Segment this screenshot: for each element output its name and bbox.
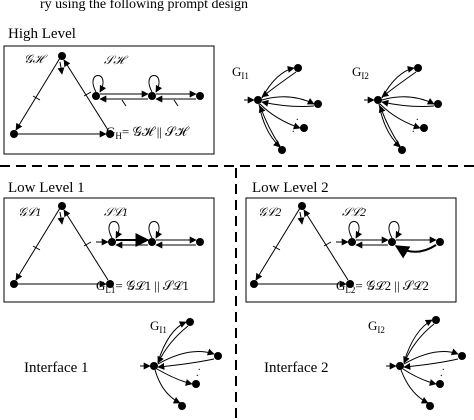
interface-2-title: Interface 2	[264, 360, 329, 376]
low1-plant-graph	[10, 202, 114, 288]
high-interface-graph-2: . . .	[364, 64, 442, 154]
svg-text:.: .	[416, 112, 419, 123]
low2-g-symbol: 𝒢ℒ2	[258, 205, 281, 219]
low2-s-symbol: 𝒮ℒ2	[342, 205, 366, 219]
high-supervisor-graph	[92, 75, 204, 107]
low2-supervisor-graph	[336, 221, 444, 259]
svg-text:.: .	[296, 112, 299, 123]
svg-text:.: .	[414, 118, 417, 129]
svg-text:.: .	[440, 368, 443, 379]
svg-text:.: .	[292, 124, 295, 135]
low-level-1-box	[3, 197, 215, 303]
high-gi1-label: GI1	[232, 64, 249, 81]
high-equation: GH= 𝒢ℋ || 𝒮ℋ	[106, 124, 190, 141]
high-s-symbol: 𝒮ℋ	[104, 53, 129, 67]
high-level-title: High Level	[8, 26, 76, 42]
low-level-1-title: Low Level 1	[8, 180, 85, 196]
iface2-g-label: GI2	[368, 318, 385, 335]
high-plant-graph	[10, 52, 114, 138]
low2-equation: GL2= 𝒢ℒ2 || 𝒮ℒ2	[336, 278, 429, 295]
svg-text:.: .	[412, 124, 415, 135]
low1-equation: GL1= 𝒢ℒ1 || 𝒮ℒ1	[96, 278, 189, 295]
iface1-g-label: GI1	[150, 318, 167, 335]
svg-text:.: .	[196, 368, 199, 379]
low-level-2-box	[245, 197, 457, 303]
top-cut-text: ry using the following prompt design	[40, 0, 248, 12]
interface-2-graph: . .	[386, 316, 466, 410]
low1-supervisor-graph	[96, 221, 204, 249]
high-interface-graph-1: . . .	[244, 64, 322, 154]
high-g-symbol: 𝒢ℋ	[24, 52, 49, 66]
svg-text:.: .	[294, 118, 297, 129]
high-gi2-label: GI2	[352, 64, 369, 81]
low1-g-symbol: 𝒢ℒ1	[18, 205, 41, 219]
svg-text:.: .	[442, 362, 445, 373]
interface-1-title: Interface 1	[24, 360, 89, 376]
low-level-2-title: Low Level 2	[252, 180, 329, 196]
interface-1-graph: . .	[140, 318, 222, 410]
svg-text:.: .	[198, 362, 201, 373]
low1-s-symbol: 𝒮ℒ1	[104, 205, 128, 219]
low2-plant-graph	[250, 202, 354, 288]
high-level-box	[3, 45, 215, 155]
